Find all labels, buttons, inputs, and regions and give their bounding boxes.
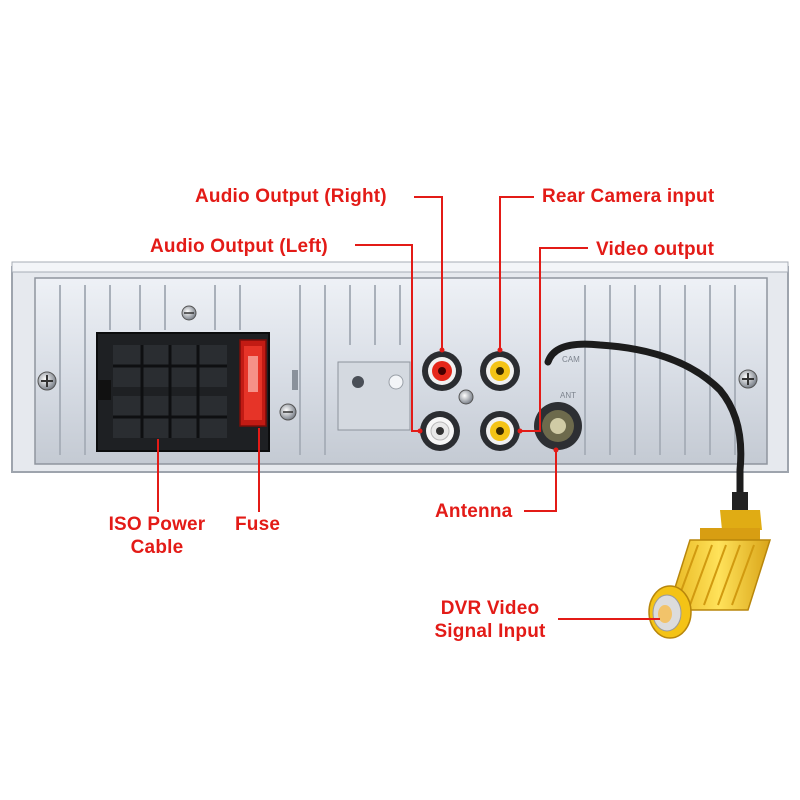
panel-mark-ant: ANT <box>560 391 576 400</box>
callout-line-video-output <box>520 247 588 432</box>
label-dvr-line2: Signal Input <box>434 621 546 642</box>
callout-line-audio-right <box>414 196 443 350</box>
dvr-rca-plug <box>648 510 772 639</box>
label-audio-output-left: Audio Output (Left) <box>150 236 328 257</box>
right-screw-icon <box>738 369 758 389</box>
fuse-screw-icon <box>279 403 297 421</box>
label-video-output: Video output <box>596 239 715 260</box>
panel-ribs <box>59 285 736 455</box>
fuse-icon <box>239 339 267 427</box>
callout-line-audio-left <box>355 244 420 432</box>
label-audio-output-right: Audio Output (Right) <box>195 186 387 207</box>
callout-dot-audio-right <box>439 347 445 353</box>
label-rear-camera-input: Rear Camera input <box>542 186 715 207</box>
dvr-cable <box>544 340 748 514</box>
callout-lines <box>157 196 660 620</box>
rca-video-output-jack <box>480 411 520 451</box>
label-dvr-video-signal-input: DVR Video Signal Input <box>420 597 560 643</box>
rca-rear-camera-jack <box>480 351 520 391</box>
label-fuse: Fuse <box>235 514 281 535</box>
antenna-jack <box>534 402 582 450</box>
chassis-top-lip <box>11 261 789 273</box>
panel-mark-cam: CAM <box>562 355 580 364</box>
top-screw-icon <box>181 305 197 321</box>
label-iso-power-line1: ISO Power <box>108 514 206 535</box>
callout-dot-rear-camera <box>497 347 503 353</box>
label-antenna: Antenna <box>435 501 513 522</box>
left-screw-icon <box>37 371 57 391</box>
callout-dot-antenna <box>553 447 559 453</box>
rca-audio-right-jack <box>422 351 462 391</box>
mounting-bracket <box>337 361 411 431</box>
callout-dot-video-output <box>517 428 523 434</box>
callout-dot-audio-left <box>417 428 423 434</box>
callout-line-antenna <box>524 450 557 512</box>
rca-audio-left-jack <box>420 411 460 451</box>
label-dvr-line1: DVR Video <box>440 598 540 619</box>
label-iso-power-line2: Cable <box>130 537 184 558</box>
label-iso-power-cable: ISO Power Cable <box>92 513 222 559</box>
callout-line-rear-camera <box>499 196 534 350</box>
